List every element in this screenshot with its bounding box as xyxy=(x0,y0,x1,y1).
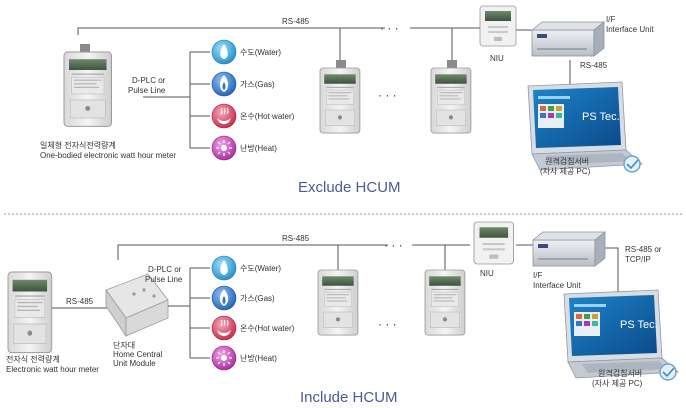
hot-water-icon xyxy=(211,315,237,341)
water-drop-icon xyxy=(211,39,237,65)
bottom-server-laptop: PS Tec. xyxy=(563,289,679,381)
top-server-screen-text: PS Tec. xyxy=(582,111,620,123)
top-caption: Exclude HCUM xyxy=(298,179,401,196)
bottom-utility-meter-2 xyxy=(424,269,466,336)
hcum-label-2: Home Central xyxy=(113,350,163,359)
gas-flame-icon xyxy=(211,71,237,97)
top-rs485-bus-label: RS-485 xyxy=(282,17,310,26)
hcum-label-1: 단자대 xyxy=(113,340,135,350)
bottom-rs485-bus-label: RS-485 xyxy=(282,234,310,243)
bottom-meter-link-label: RS-485 xyxy=(66,297,94,306)
top-plc-label-1: D-PLC or xyxy=(132,76,166,85)
top-if-label-1: I/F xyxy=(606,15,615,24)
bottom-server-label-2: (자사 제공 PC) xyxy=(592,379,643,388)
water-drop-icon xyxy=(211,255,237,281)
top-if-label-2: Interface Unit xyxy=(606,25,654,34)
top-server-label-2: (자사 제공 PC) xyxy=(540,167,591,176)
top-utility-hotwater-label: 온수(Hot water) xyxy=(240,112,295,121)
one-bodied-meter xyxy=(63,44,113,128)
bottom-plc-label-1: D-PLC or xyxy=(148,265,182,274)
top-plc-label-2: Pulse Line xyxy=(128,86,166,95)
top-utility-water-label: 수도(Water) xyxy=(240,48,281,57)
top-utility-gas-label: 가스(Gas) xyxy=(240,80,275,89)
heat-icon xyxy=(211,135,237,161)
utility-meter-2 xyxy=(430,60,472,134)
bottom-niu-label: NIU xyxy=(480,269,494,278)
top-interface-unit xyxy=(531,21,605,57)
top-niu xyxy=(479,5,517,47)
bottom-ellipsis: · · · xyxy=(384,238,403,252)
hcum-label-3: Unit Module xyxy=(113,359,156,368)
bottom-utility-hotwater-label: 온수(Hot water) xyxy=(240,324,295,333)
bottom-interface-unit xyxy=(532,231,606,267)
bottom-server-screen-text: PS Tec. xyxy=(620,319,658,331)
utility-meter-1 xyxy=(319,60,361,134)
bottom-link-label-2: TCP/IP xyxy=(625,255,651,264)
bottom-ellipsis-lower: · · · xyxy=(378,317,397,331)
bottom-utility-meter-1 xyxy=(317,269,359,336)
bottom-if-label-1: I/F xyxy=(533,271,542,280)
electronic-meter xyxy=(7,271,53,354)
bottom-utility-gas-label: 가스(Gas) xyxy=(240,294,275,303)
bottom-if-label-2: Interface Unit xyxy=(533,281,581,290)
top-meter-label-ko: 일체형 전자식전력량계 xyxy=(40,140,116,150)
top-utility-heat-label: 난방(Heat) xyxy=(240,143,277,153)
gas-flame-icon xyxy=(211,285,237,311)
bottom-niu xyxy=(473,221,515,265)
bottom-meter-label-ko: 전자식 전력량계 xyxy=(6,354,60,364)
hcum-module xyxy=(105,273,169,338)
top-server-label-1: 원격검침서버 xyxy=(545,156,589,166)
top-niu-label: NIU xyxy=(490,54,504,63)
top-ellipsis-lower: · · · xyxy=(378,88,397,102)
bottom-caption: Include HCUM xyxy=(300,389,398,406)
bottom-link-label-1: RS-485 or xyxy=(625,245,662,254)
top-link-label: RS-485 xyxy=(580,61,608,70)
bottom-utility-water-label: 수도(Water) xyxy=(240,264,281,273)
top-server-laptop: PS Tec. xyxy=(527,81,643,173)
bottom-utility-heat-label: 난방(Heat) xyxy=(240,353,277,363)
bottom-meter-label-en: Electronic watt hour meter xyxy=(6,365,99,374)
bottom-server-label-1: 원격검침서버 xyxy=(598,368,642,378)
top-meter-label-en: One-bodied electronic watt hour meter xyxy=(40,151,176,160)
top-ellipsis: · · · xyxy=(380,21,399,35)
bottom-plc-label-2: Pulse Line xyxy=(145,275,183,284)
hot-water-icon xyxy=(211,103,237,129)
heat-icon xyxy=(211,345,237,371)
